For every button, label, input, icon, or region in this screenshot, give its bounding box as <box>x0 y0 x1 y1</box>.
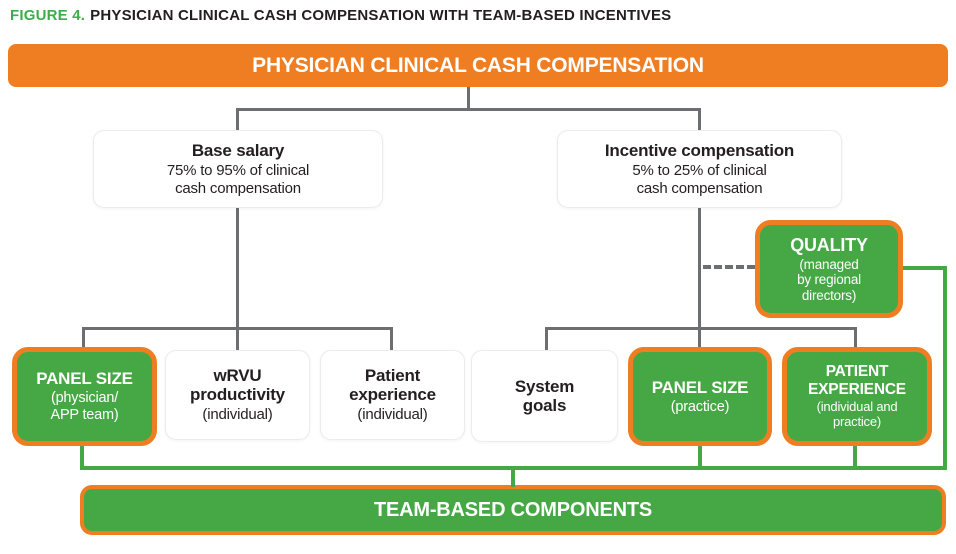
connector-top-horizontal <box>237 108 701 111</box>
connector-to-incentive <box>698 108 701 133</box>
connector-incentive-down <box>698 206 701 349</box>
panel-size-team-subtitle: (physician/ APP team) <box>50 390 119 424</box>
base-salary-subtitle: 75% to 95% of clinical cash compensation <box>166 162 310 197</box>
connector-dashed-to-quality <box>703 265 755 269</box>
panel-size-team-title: PANEL SIZE <box>36 369 133 389</box>
wrvu-productivity-box: wRVU productivity (individual) <box>165 350 310 440</box>
figure-title-text: PHYSICIAN CLINICAL CASH COMPENSATION WIT… <box>90 7 672 24</box>
wrvu-productivity-title: wRVU productivity <box>190 366 285 405</box>
incentive-compensation-title: Incentive compensation <box>604 141 795 161</box>
top-banner-label: PHYSICIAN CLINICAL CASH COMPENSATION <box>252 53 704 77</box>
system-goals-box: System goals <box>471 350 618 442</box>
wrvu-productivity-subtitle: (individual) <box>202 406 273 424</box>
bottom-banner-label: TEAM-BASED COMPONENTS <box>373 498 653 521</box>
connector-to-patient-experience-individual <box>390 327 393 352</box>
patient-experience-individual-subtitle: (individual) <box>357 406 428 424</box>
connector-right-branch-horizontal <box>545 327 857 330</box>
connector-base-salary-down <box>236 206 239 352</box>
panel-size-practice-box: PANEL SIZE (practice) <box>628 347 772 446</box>
connector-to-patient-experience-team <box>854 327 857 349</box>
system-goals-title: System goals <box>514 376 575 415</box>
patient-experience-team-subtitle: (individual and practice) <box>816 398 898 429</box>
team-based-components-banner: TEAM-BASED COMPONENTS <box>80 485 946 535</box>
connector-left-branch-horizontal <box>82 327 393 330</box>
incentive-compensation-box: Incentive compensation 5% to 25% of clin… <box>557 130 842 208</box>
connector-green-right-rail <box>943 266 947 470</box>
quality-title: QUALITY <box>790 234 868 255</box>
base-salary-box: Base salary 75% to 95% of clinical cash … <box>93 130 383 208</box>
connector-to-panel-size-team <box>82 327 85 349</box>
connector-patient-experience-team-down <box>853 444 857 468</box>
figure-caption: FIGURE 4.PHYSICIAN CLINICAL CASH COMPENS… <box>10 7 671 24</box>
panel-size-practice-title: PANEL SIZE <box>651 377 749 397</box>
quality-subtitle: (managed by regional directors) <box>797 256 861 303</box>
patient-experience-individual-box: Patient experience (individual) <box>320 350 465 440</box>
connector-panel-size-team-down <box>80 444 84 468</box>
connector-banner-down <box>467 87 470 111</box>
connector-to-base-salary <box>236 108 239 133</box>
physician-clinical-cash-compensation-banner: PHYSICIAN CLINICAL CASH COMPENSATION <box>8 44 948 87</box>
panel-size-team-box: PANEL SIZE (physician/ APP team) <box>12 347 157 446</box>
connector-panel-size-practice-down <box>698 444 702 468</box>
patient-experience-team-box: PATIENT EXPERIENCE (individual and pract… <box>782 347 932 446</box>
patient-experience-team-title: PATIENT EXPERIENCE <box>808 363 906 398</box>
connector-to-system-goals <box>545 327 548 352</box>
figure-number-label: FIGURE 4. <box>10 7 86 24</box>
connector-quality-right <box>898 266 947 270</box>
patient-experience-individual-title: Patient experience <box>349 366 436 405</box>
base-salary-title: Base salary <box>191 141 285 161</box>
incentive-compensation-subtitle: 5% to 25% of clinical cash compensation <box>632 162 767 197</box>
connector-to-bottom-banner <box>511 466 515 487</box>
quality-box: QUALITY (managed by regional directors) <box>755 220 903 318</box>
panel-size-practice-subtitle: (practice) <box>670 398 730 415</box>
